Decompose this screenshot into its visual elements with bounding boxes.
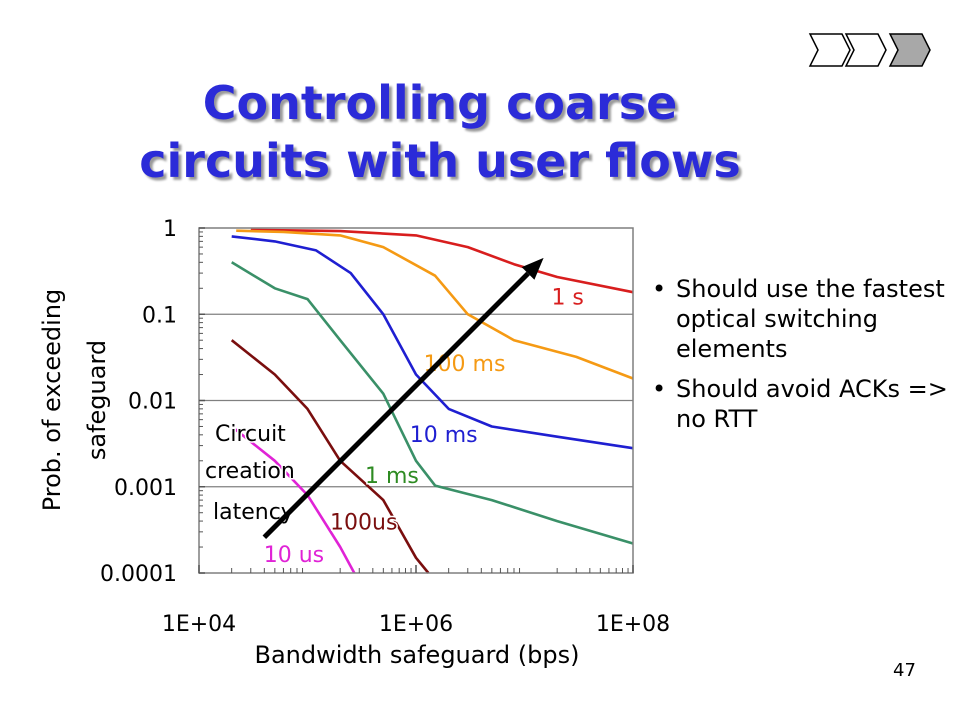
x-tick-label: 1E+06 xyxy=(379,612,453,637)
y-tick-label: 0.0001 xyxy=(100,562,177,587)
annotation-line-2: creation xyxy=(205,459,295,484)
y-axis-label-line-1: Prob. of exceeding xyxy=(38,289,66,512)
bullet-dot: • xyxy=(652,275,667,303)
title-line-1: Controlling coarse xyxy=(202,76,678,130)
series-label: 1 s xyxy=(551,285,583,310)
latency-arrow-shaft xyxy=(262,271,530,539)
bullet-text-1: Should use the fastest optical switching… xyxy=(676,275,945,363)
series-line xyxy=(250,228,634,294)
annotation: Circuit creation latency xyxy=(204,257,544,539)
y-tick-label: 0.1 xyxy=(142,303,177,328)
series-line xyxy=(230,339,430,574)
y-axis-label-line-2: safeguard xyxy=(83,340,111,460)
y-tick-label: 0.001 xyxy=(114,476,177,501)
ticks: 1 0.1 0.01 0.001 0.0001 1E+04 1E+06 1E+08 xyxy=(100,217,670,637)
bullet-list: • Should use the fastest optical switchin… xyxy=(648,274,948,444)
bullet-dot: • xyxy=(652,375,667,403)
title-line-2: circuits with user flows xyxy=(139,134,741,188)
series-line xyxy=(236,229,634,380)
x-tick-label: 1E+08 xyxy=(596,612,670,637)
series-line xyxy=(231,261,634,545)
x-axis-label: Bandwidth safeguard (bps) xyxy=(255,641,580,669)
y-tick-label: 0.01 xyxy=(128,390,177,415)
slide-title: Controlling coarse circuits with user fl… xyxy=(60,74,820,190)
nav-chevron-3-icon[interactable] xyxy=(888,33,931,67)
bullet-text-2: Should avoid ACKs => no RTT xyxy=(676,375,948,433)
page-number: 47 xyxy=(893,660,916,681)
annotation-line-1: Circuit xyxy=(215,422,286,447)
series-label: 1 ms xyxy=(365,464,419,489)
x-tick-label: 1E+04 xyxy=(162,612,236,637)
series-label: 10 ms xyxy=(410,423,478,448)
latency-arrow-head xyxy=(521,257,544,280)
slide-nav-arrows[interactable] xyxy=(808,30,936,70)
grid-lines xyxy=(199,313,633,488)
bullet-item-2: • Should avoid ACKs => no RTT xyxy=(648,374,948,434)
series-label: 10 us xyxy=(264,543,324,568)
bullet-item-1: • Should use the fastest optical switchin… xyxy=(648,274,948,364)
nav-chevron-1-icon[interactable] xyxy=(808,33,851,67)
y-tick-label: 1 xyxy=(163,217,177,242)
nav-chevron-2-icon[interactable] xyxy=(844,33,887,67)
series-line xyxy=(231,235,634,450)
series-label: 100us xyxy=(330,510,397,535)
